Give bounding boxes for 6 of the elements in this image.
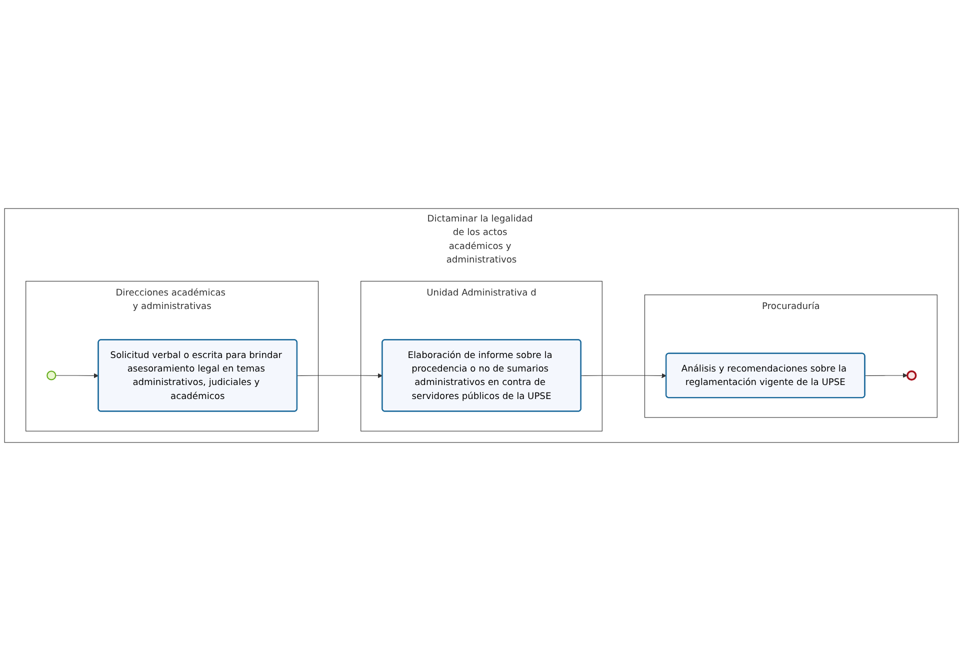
arrow [580, 374, 667, 379]
arrow [55, 374, 99, 379]
node-circle [906, 370, 917, 382]
node-circle [46, 371, 56, 381]
arrow [864, 373, 908, 378]
arrow [296, 374, 383, 379]
